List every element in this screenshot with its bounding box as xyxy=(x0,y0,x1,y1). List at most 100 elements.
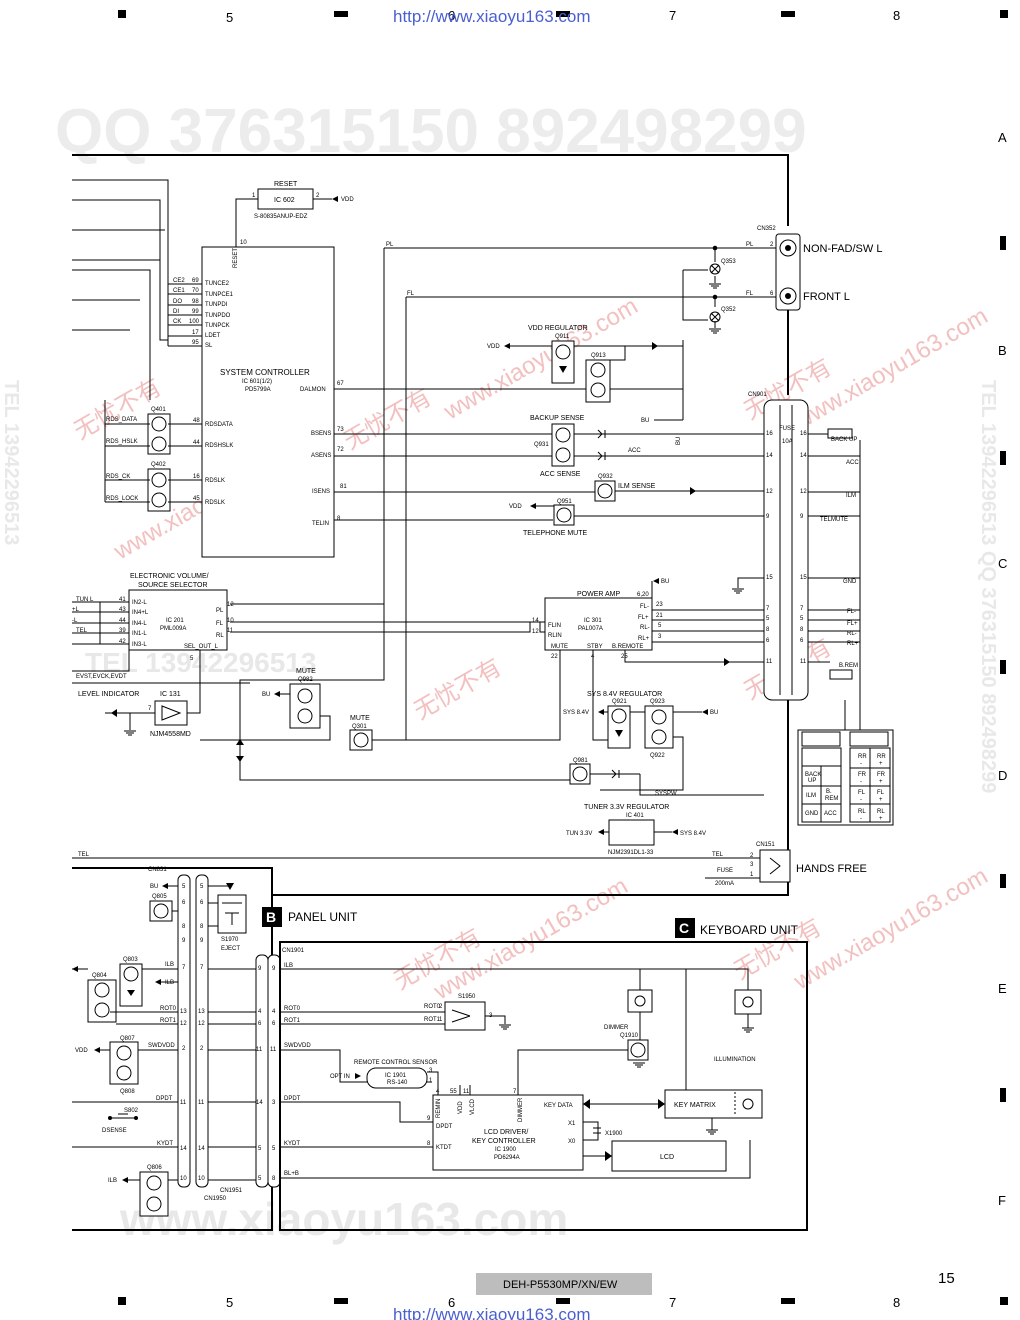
diode-icon xyxy=(724,658,730,666)
url-bottom[interactable]: http://www.xiaoyu163.com xyxy=(393,1305,590,1320)
ic201-bus: EVST,EVCK,EVDT xyxy=(76,674,127,680)
svg-text:FR: FR xyxy=(858,772,867,778)
pl-net-label: PL xyxy=(386,242,394,248)
transistor-icon xyxy=(555,427,571,443)
svg-text:11: 11 xyxy=(256,1047,263,1053)
svg-text:FL-: FL- xyxy=(640,604,649,610)
ic601-pin-num: 100 xyxy=(189,319,200,325)
col-label-8: 8 xyxy=(893,8,900,23)
svg-text:7: 7 xyxy=(182,965,186,971)
rotary-switch-icon xyxy=(451,1009,471,1023)
tel-left: TEL xyxy=(78,852,90,858)
backup-wires xyxy=(574,419,764,457)
svg-text:6: 6 xyxy=(766,638,770,644)
ic601-pin-label: SL xyxy=(205,343,213,349)
sys84-sys: SYS 8.4V xyxy=(563,710,589,716)
zener-icon xyxy=(559,366,567,373)
diode-icon xyxy=(236,756,244,762)
q401-label: Q401 xyxy=(151,407,166,413)
q921-label: Q921 xyxy=(612,699,627,705)
mute301-title: MUTE xyxy=(350,715,370,722)
svg-text:41: 41 xyxy=(119,597,126,603)
ic1900-pin55: 55 xyxy=(450,1089,457,1095)
cn352-pin6: 6 xyxy=(770,291,774,297)
rcs-pin1: 1 xyxy=(429,1078,433,1084)
svg-text:43: 43 xyxy=(119,607,126,613)
key-matrix-box xyxy=(664,1089,763,1119)
panel-swdvdd: SWDVDD xyxy=(148,1043,175,1049)
tuner-out: SYS 8.4V xyxy=(680,831,706,837)
svg-text:BACK UP: BACK UP xyxy=(831,437,857,443)
ic601-dalmon-num: 67 xyxy=(337,381,344,387)
url-top[interactable]: http://www.xiaoyu163.com xyxy=(393,7,590,26)
ic1900-title2: KEY CONTROLLER xyxy=(472,1138,536,1145)
ic201-part: PML009A xyxy=(160,626,186,632)
panel-title: PANEL UNIT xyxy=(288,910,358,924)
q982-label: Q982 xyxy=(298,677,313,683)
panel-badge xyxy=(262,907,282,927)
svg-text:ILM: ILM xyxy=(806,793,816,799)
svg-text:5: 5 xyxy=(200,884,204,890)
vdd-arrow xyxy=(332,196,338,202)
cn901-right-wires xyxy=(808,433,861,730)
q921-box xyxy=(607,705,631,749)
svg-text:12: 12 xyxy=(800,489,807,495)
q923-label: Q923 xyxy=(650,699,665,705)
svg-text:7: 7 xyxy=(200,965,204,971)
cn901-fuse-rating: 10A xyxy=(782,439,793,445)
svg-text:GND: GND xyxy=(805,811,819,817)
ic601-reset-pin: RESET xyxy=(233,248,239,268)
led-icon xyxy=(634,995,646,1007)
q402-box xyxy=(147,468,171,512)
cn151-rating: 200mA xyxy=(715,881,734,887)
ic1900-name: IC 1900 xyxy=(495,1147,517,1153)
ilm-title: ILM SENSE xyxy=(618,483,656,490)
ic601-pin-label: TUNPDI xyxy=(205,302,228,308)
svg-text:FL: FL xyxy=(858,790,866,796)
diode-icon xyxy=(690,487,696,495)
svg-text:TUN L: TUN L xyxy=(76,597,94,603)
cn831-body xyxy=(177,874,191,1188)
grid-markers xyxy=(118,10,1008,1305)
svg-text:TEL: TEL xyxy=(76,628,88,634)
svg-text:REM: REM xyxy=(825,796,838,802)
cn1951-label: CN1951 xyxy=(220,1188,243,1194)
ic201-rl: RL xyxy=(216,633,224,639)
transistor-icon xyxy=(116,1065,132,1081)
tuner-part: NJM2391DL1-33 xyxy=(608,850,654,856)
ic201-to-ic301-wires xyxy=(406,621,545,633)
cn1950-label: CN1950 xyxy=(204,1196,227,1202)
svg-text:13: 13 xyxy=(180,1009,187,1015)
col-label-5-bottom: 5 xyxy=(226,1295,233,1310)
ic301-rlin: RLIN xyxy=(548,633,562,639)
cn151-pin2: 2 xyxy=(750,853,754,859)
ic201-pin11: 11 xyxy=(227,628,234,634)
svg-text:ACC: ACC xyxy=(824,811,837,817)
q353-icon xyxy=(709,263,721,275)
ic201-fl: FL xyxy=(216,621,224,627)
col-label-7: 7 xyxy=(669,8,676,23)
cn1901-label: CN1901 xyxy=(282,948,305,954)
ic601-ext-label: CK xyxy=(173,319,181,325)
q301-label: Q301 xyxy=(352,724,367,730)
row-label-c: C xyxy=(998,556,1007,571)
svg-text:5: 5 xyxy=(258,1176,262,1182)
svg-text:8: 8 xyxy=(272,1176,276,1182)
svg-text:RR: RR xyxy=(877,754,886,760)
transistor-icon xyxy=(123,966,139,982)
row-label-d: D xyxy=(998,768,1007,783)
col-label-5: 5 xyxy=(226,10,233,25)
cn901-pin-labels: 16 14 12 9 15 7 5 8 6 11 16 14 12 9 15 7… xyxy=(766,431,807,665)
cn1950-body xyxy=(255,954,269,1188)
col-label-7-bottom: 7 xyxy=(669,1295,676,1310)
transistor-icon xyxy=(556,507,572,523)
ic601-pin10: 10 xyxy=(240,240,247,246)
svg-text:3: 3 xyxy=(272,1100,276,1106)
svg-text:39: 39 xyxy=(119,628,126,634)
q932-label: Q932 xyxy=(598,474,613,480)
tuner-in: TUN 3.3V xyxy=(566,831,592,837)
svg-text:5: 5 xyxy=(182,884,186,890)
ic602-vdd: VDD xyxy=(341,197,354,203)
gnd-wire xyxy=(737,577,764,588)
